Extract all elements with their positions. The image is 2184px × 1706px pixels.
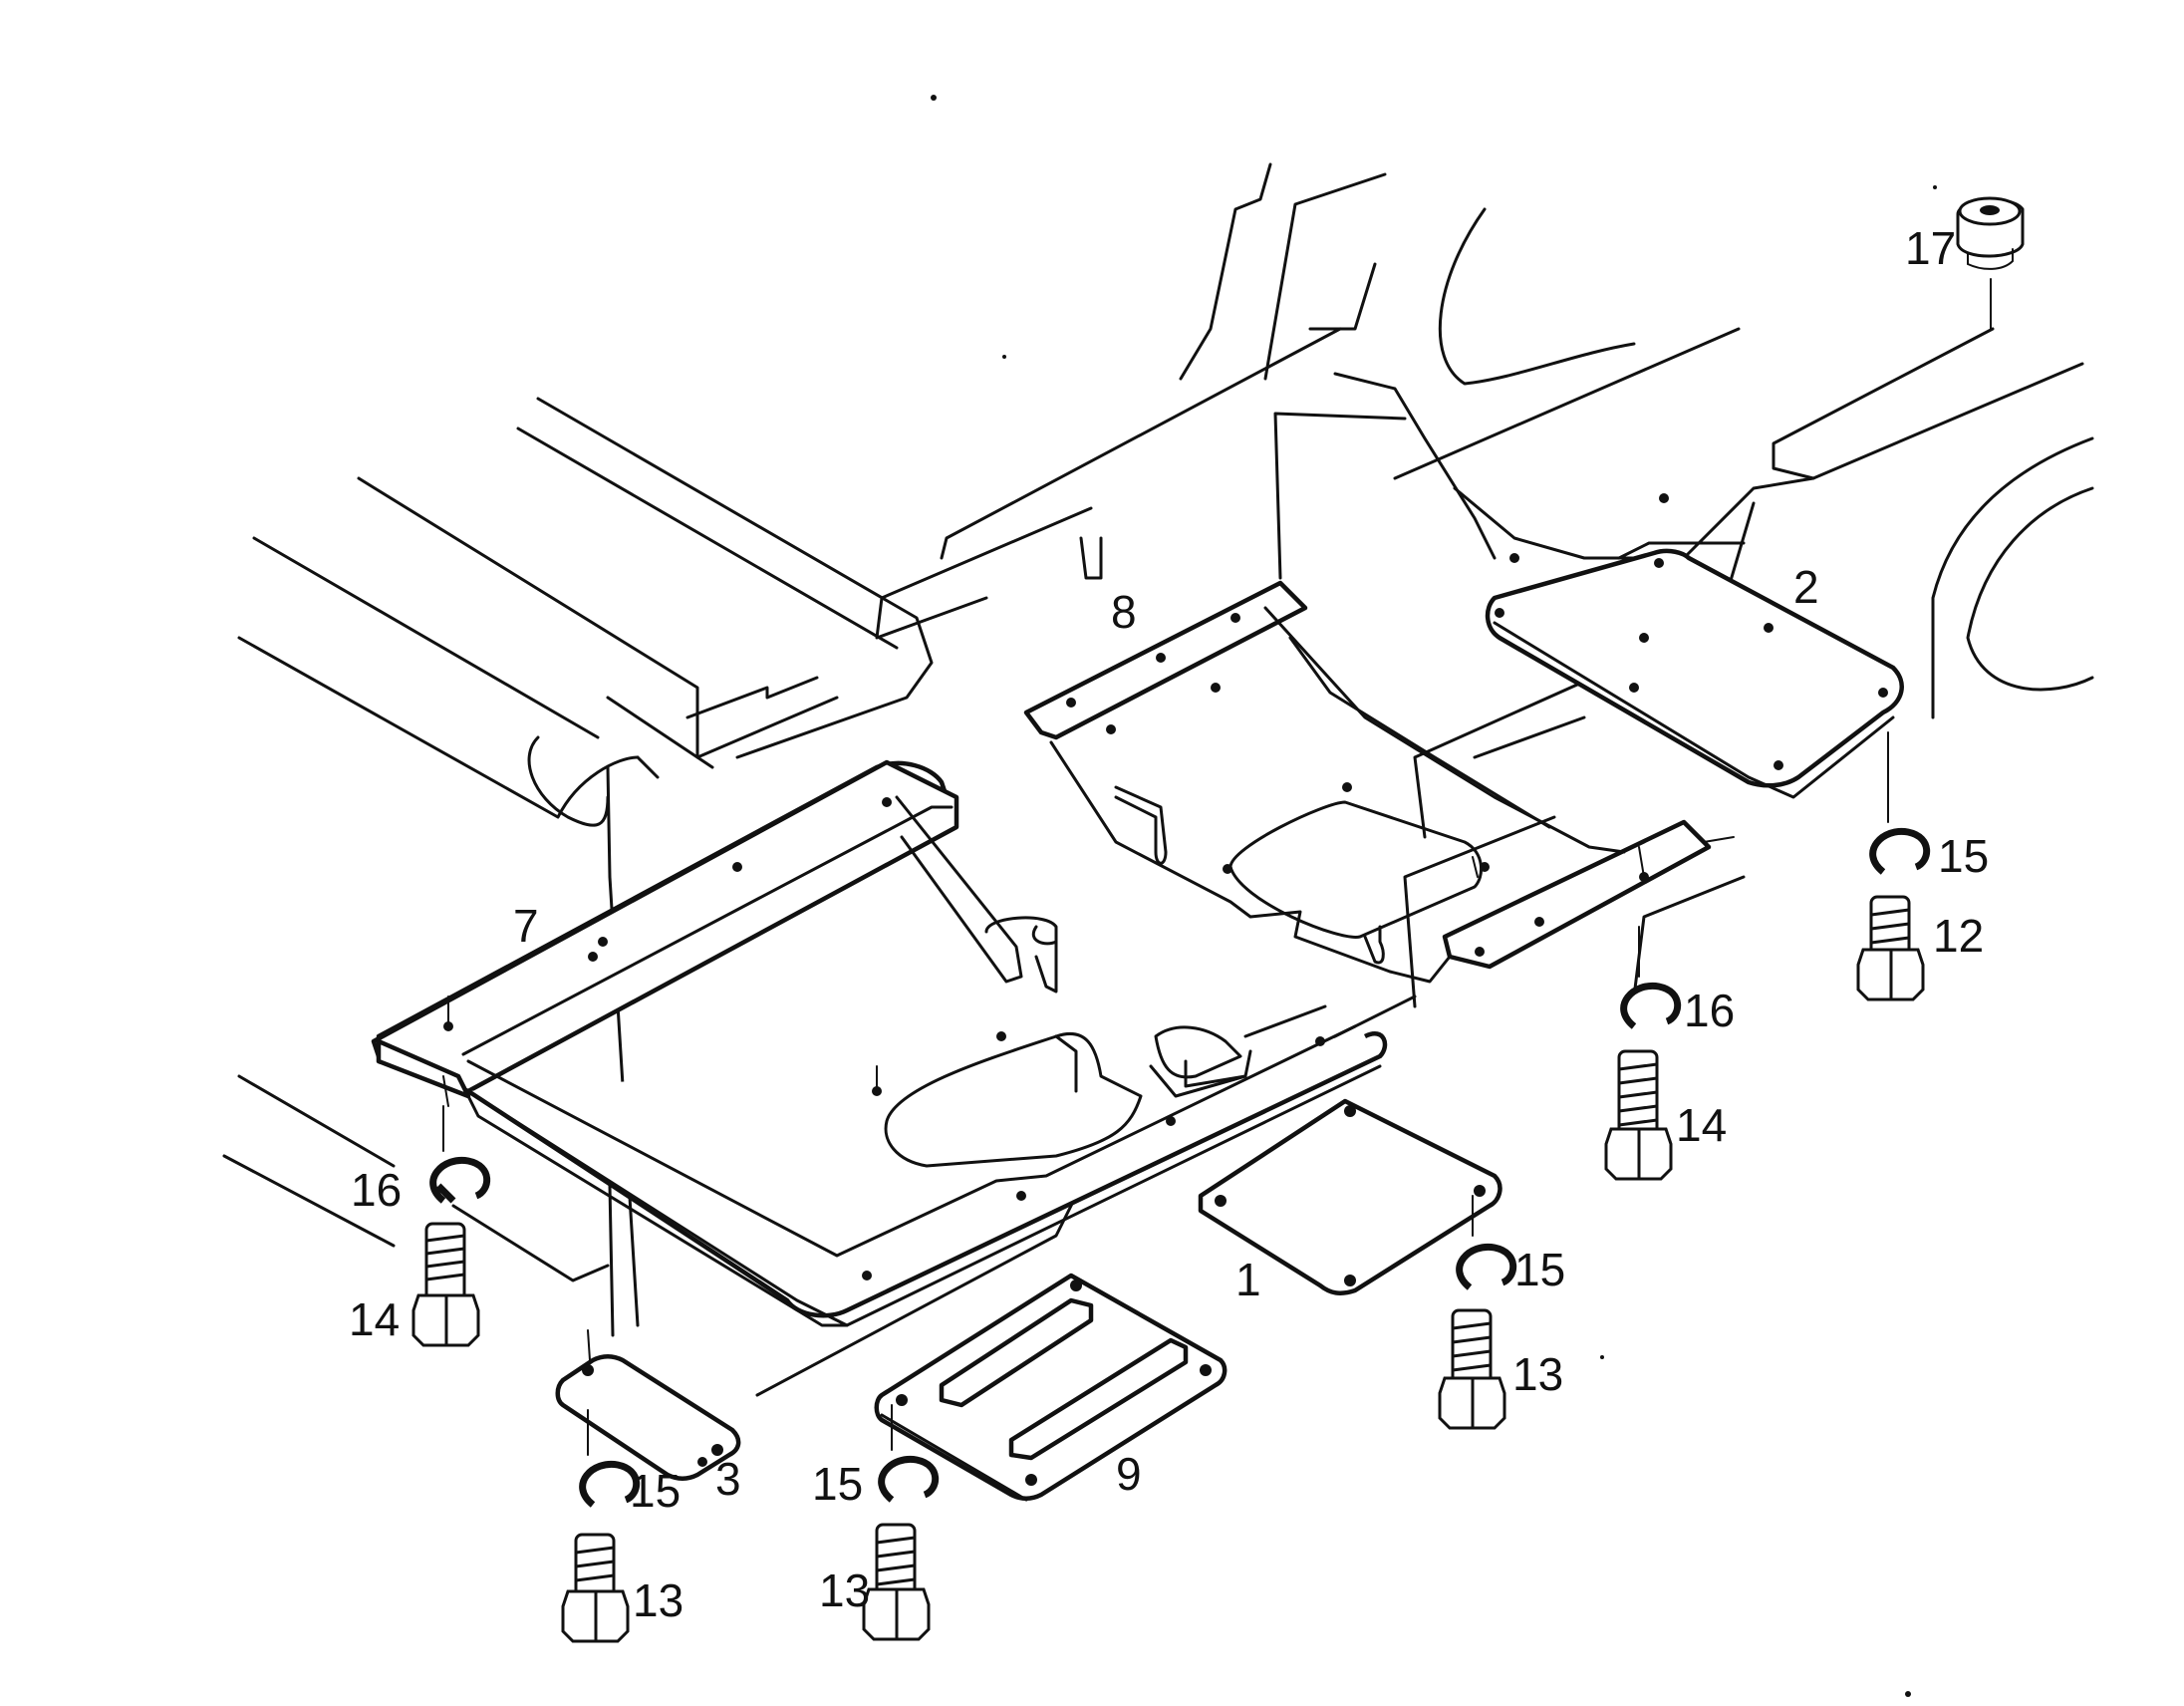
label-1: 1: [1235, 1254, 1261, 1305]
washer-15-left: [579, 1460, 641, 1508]
label-13-right: 13: [1512, 1348, 1563, 1400]
label-15-right: 15: [1514, 1244, 1565, 1295]
label-9: 9: [1116, 1448, 1142, 1500]
label-13-left: 13: [633, 1574, 683, 1626]
bolt-13-left: [561, 1533, 630, 1643]
label-15-left: 15: [630, 1465, 681, 1517]
part-labels: 1 2 3 7 8 9 12 13 13 13 14 14 15 15 15 1…: [349, 222, 1989, 1626]
part-17-plug: [1956, 196, 2025, 330]
washer-15-right: [1456, 1243, 1517, 1290]
label-15-center: 15: [812, 1458, 863, 1510]
bolt-12: [1856, 895, 1925, 1001]
bolt-13-center: [862, 1523, 931, 1641]
label-17: 17: [1905, 222, 1956, 274]
label-15-top-right: 15: [1938, 830, 1989, 882]
gearbox-housing-outline: [222, 162, 2094, 1397]
bolt-13-right: [1438, 1308, 1506, 1430]
label-7: 7: [513, 900, 539, 952]
bolt-14-left: [411, 1222, 480, 1347]
label-14-left: 14: [349, 1293, 400, 1345]
washers: [429, 827, 1931, 1508]
bolt-14-right: [1604, 1049, 1673, 1181]
part-7-frame-plate: [371, 759, 1388, 1327]
label-12: 12: [1933, 910, 1984, 962]
label-3: 3: [715, 1453, 741, 1505]
washer-16-right: [1620, 982, 1682, 1029]
part-8-bracket: [1023, 580, 1712, 984]
washer-15-center: [878, 1455, 940, 1503]
label-2: 2: [1793, 561, 1819, 613]
bolts: [411, 895, 1925, 1643]
part-2-cover-plate: [1485, 493, 1904, 799]
part-3-plate: [555, 1329, 741, 1481]
label-8: 8: [1111, 586, 1137, 638]
label-16-right: 16: [1684, 985, 1735, 1036]
part-1-cover-plate: [1198, 1098, 1502, 1295]
label-13-center: 13: [819, 1564, 870, 1616]
label-14-right: 14: [1676, 1099, 1727, 1151]
label-16-left: 16: [351, 1164, 402, 1216]
leader-lines: [442, 731, 1889, 1456]
part-9-ribbed-cover: [874, 1273, 1228, 1502]
washer-16-left: [429, 1156, 491, 1204]
washer-15-top-right: [1869, 827, 1931, 875]
